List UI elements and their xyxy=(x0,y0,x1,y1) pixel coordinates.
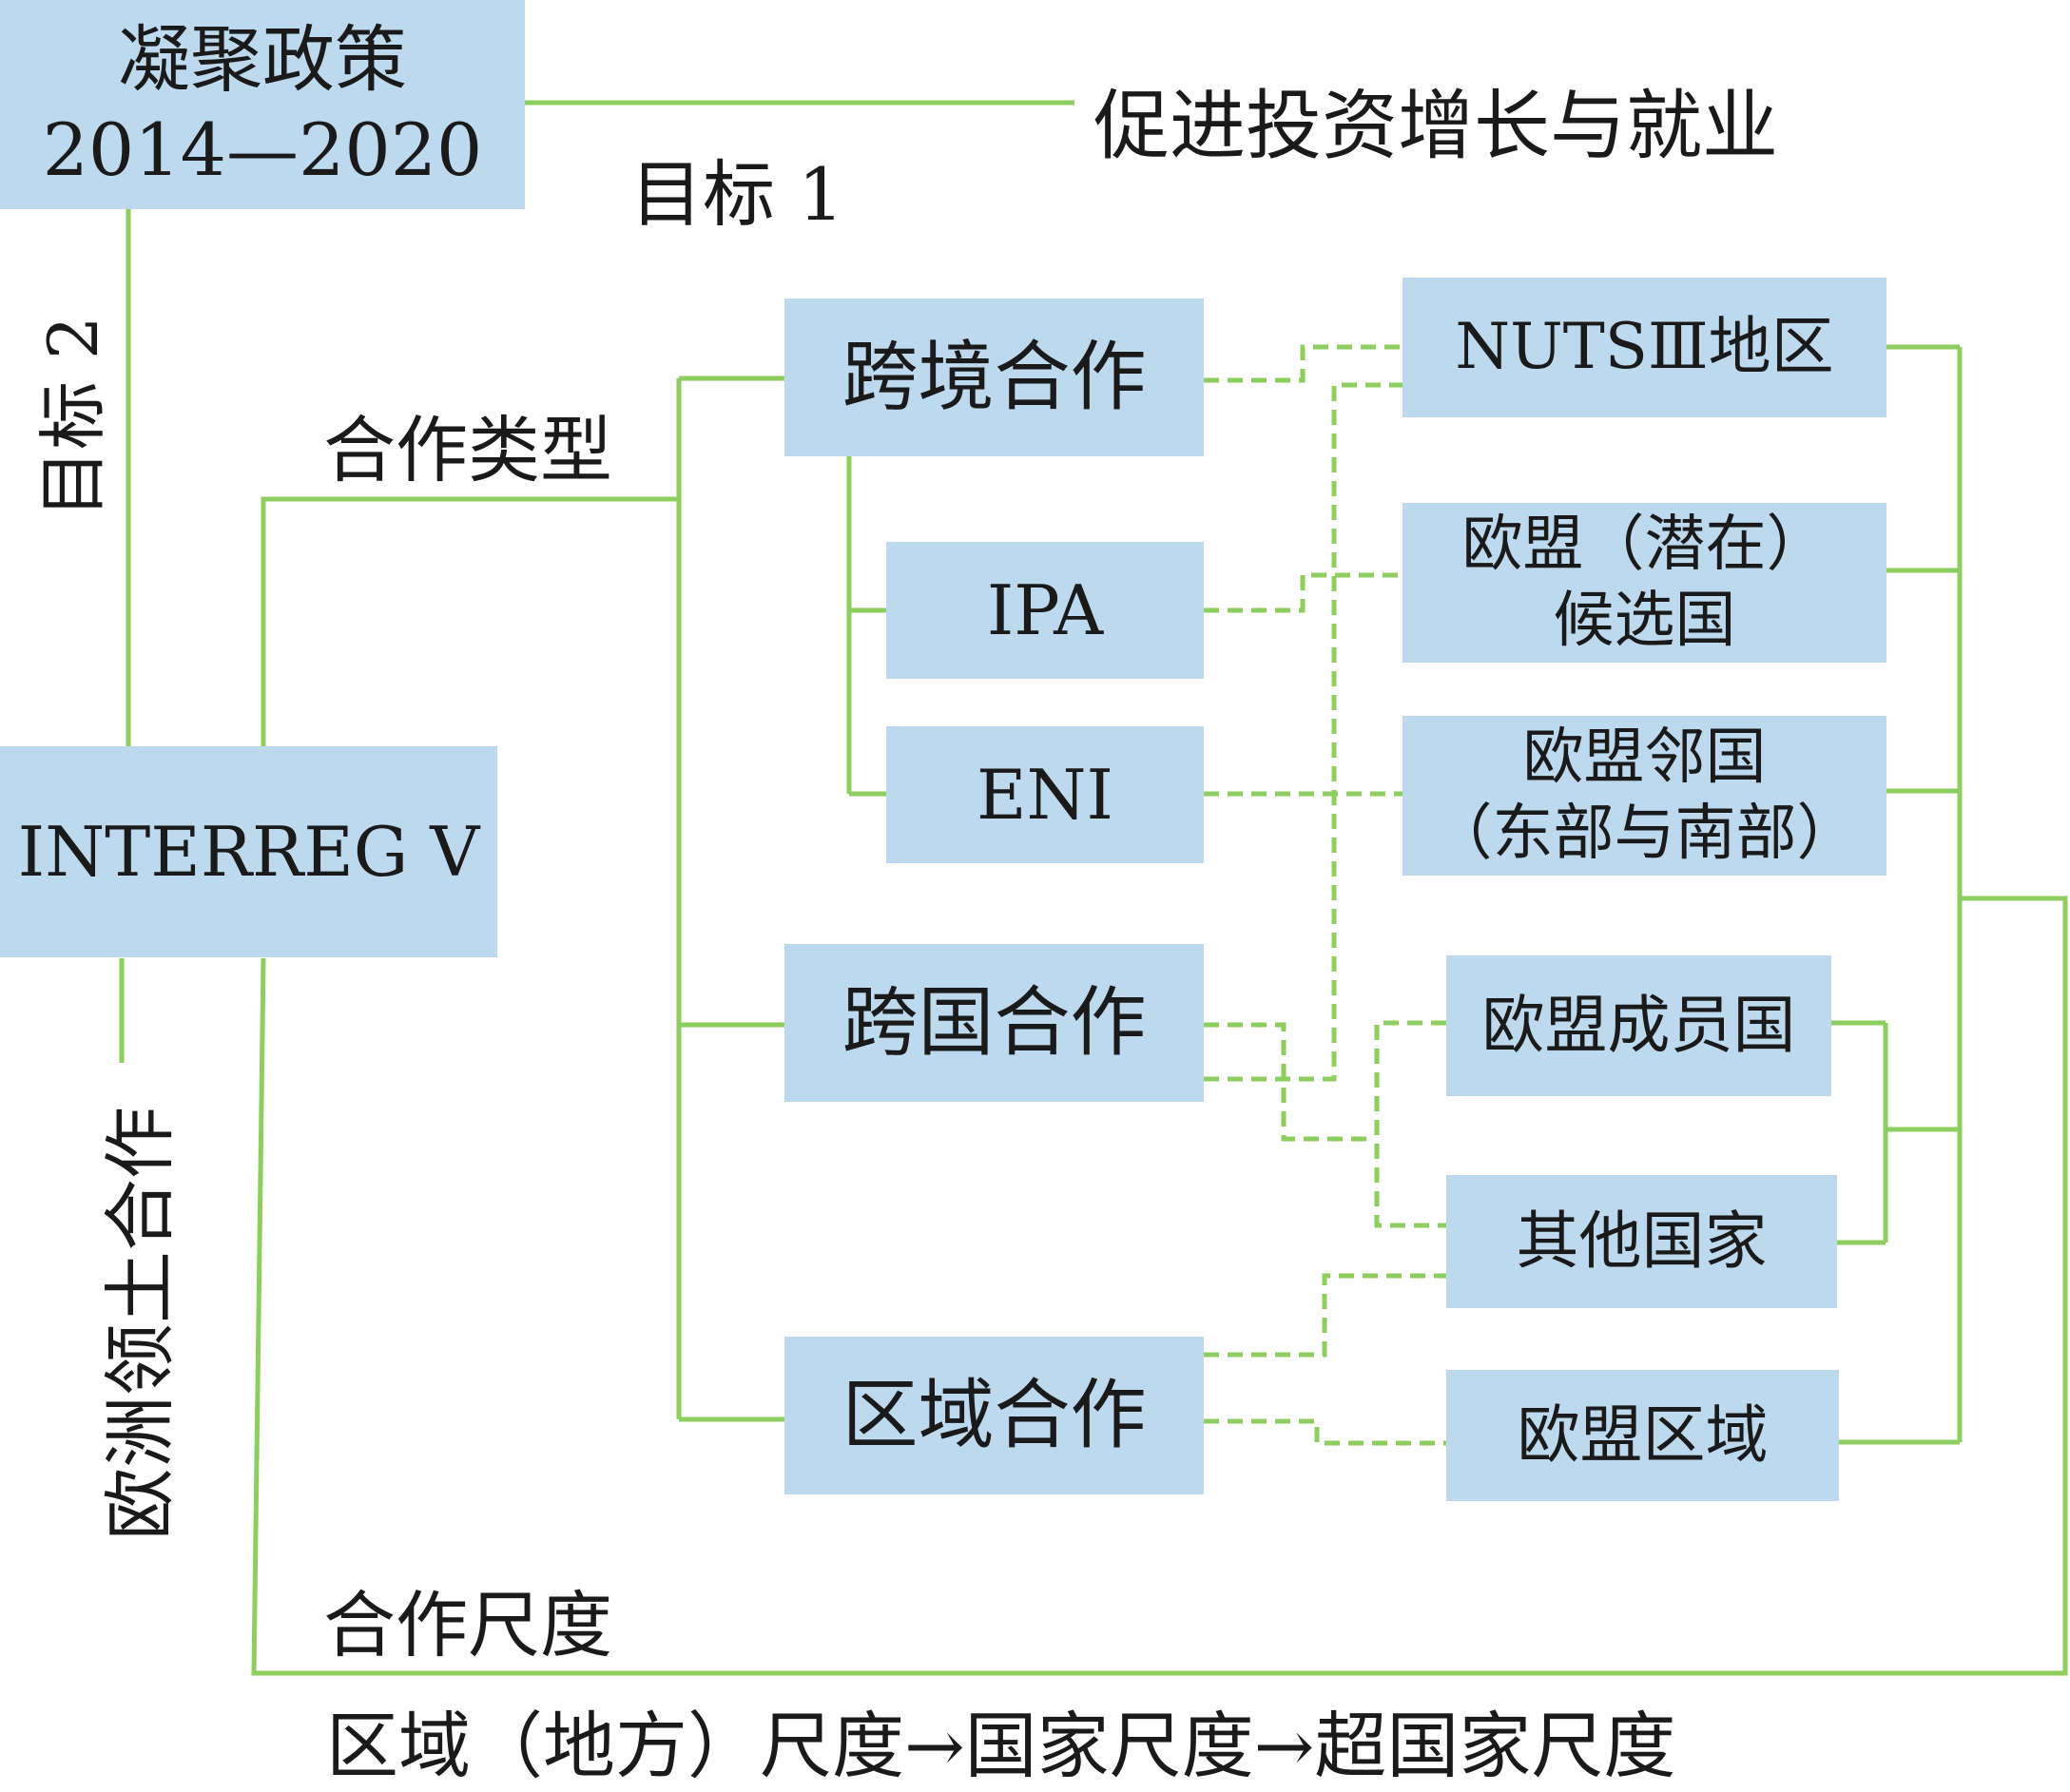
ipa-label: IPA xyxy=(986,570,1104,650)
candidates-label: 欧盟（潜在） 候选国 xyxy=(1461,510,1828,656)
others-label: 其他国家 xyxy=(1516,1204,1768,1278)
members-label: 欧盟成员国 xyxy=(1481,988,1796,1062)
transnational-box: 跨国合作 xyxy=(784,944,1204,1102)
candidates-box: 欧盟（潜在） 候选国 xyxy=(1403,503,1886,663)
goal1-text: 促进投资增长与就业 xyxy=(1093,82,1778,170)
scale-progression-text: 区域（地方）尺度→国家尺度→超国家尺度 xyxy=(326,1704,1676,1788)
solid-connectors xyxy=(119,100,2068,1676)
transnational-label: 跨国合作 xyxy=(842,978,1147,1067)
policy-title: 凝聚政策 xyxy=(118,17,407,102)
eni-label: ENI xyxy=(977,755,1113,835)
eu-regions-box: 欧盟区域 xyxy=(1446,1370,1839,1501)
interreg-box: INTERREG Ⅴ xyxy=(0,746,497,957)
nuts3-box: NUTSⅢ地区 xyxy=(1403,278,1886,417)
policy-period: 2014—2020 xyxy=(42,107,483,192)
ipa-box: IPA xyxy=(886,542,1204,679)
members-box: 欧盟成员国 xyxy=(1446,955,1831,1096)
cross-border-box: 跨境合作 xyxy=(784,299,1204,456)
interreg-label: INTERREG Ⅴ xyxy=(17,812,480,892)
goal2-label: 目标 2 xyxy=(33,316,113,518)
cross-border-label: 跨境合作 xyxy=(842,333,1147,421)
eu-territorial-label: 欧洲领土合作 xyxy=(98,1107,183,1540)
neighbours-box: 欧盟邻国 （东部与南部） xyxy=(1403,716,1886,876)
coop-type-label: 合作类型 xyxy=(323,408,612,492)
eu-regions-label: 欧盟区域 xyxy=(1517,1397,1769,1472)
interregional-label: 区域合作 xyxy=(842,1371,1147,1459)
nuts3-label: NUTSⅢ地区 xyxy=(1455,310,1834,384)
neighbours-label: 欧盟邻国 （东部与南部） xyxy=(1431,723,1858,869)
eni-box: ENI xyxy=(886,726,1204,863)
dashed-connectors xyxy=(1204,344,1446,1446)
goal1-label: 目标 1 xyxy=(630,152,844,237)
policy-box: 凝聚政策 2014—2020 xyxy=(0,0,525,209)
interregional-box: 区域合作 xyxy=(784,1337,1204,1494)
coop-scale-label: 合作尺度 xyxy=(323,1583,612,1667)
others-box: 其他国家 xyxy=(1446,1175,1837,1308)
